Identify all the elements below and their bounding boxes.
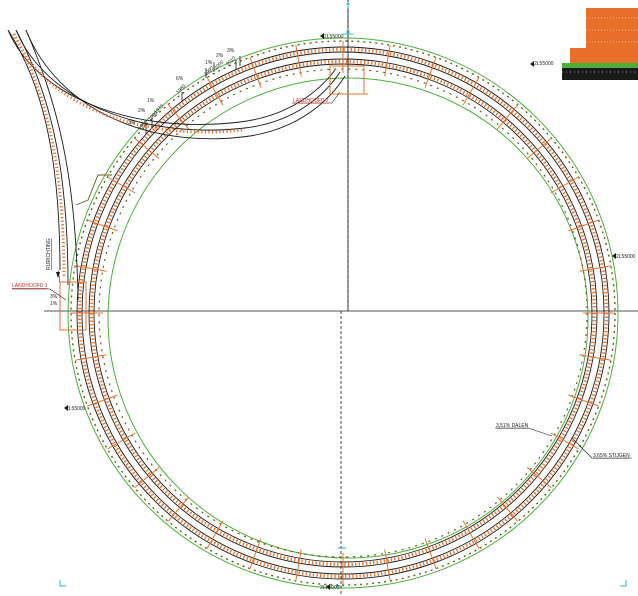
grade-label: 1%	[147, 98, 155, 104]
radial-marker	[167, 104, 190, 130]
radial-marker	[107, 432, 136, 450]
level-label-top: 2L55000	[324, 34, 344, 40]
level-label-bottom: 2L55000	[320, 585, 340, 591]
radial-marker	[496, 104, 519, 130]
inner-green-outline	[107, 77, 589, 559]
radial-marker	[526, 137, 552, 160]
radial-marker	[206, 520, 224, 549]
radial-marker	[526, 466, 552, 489]
level-label-left: 2L55000	[66, 406, 86, 412]
approach-sleepers	[12, 33, 243, 279]
grade-label: 6%	[176, 76, 184, 82]
radial-marker	[462, 520, 480, 549]
radial-marker	[295, 549, 302, 581]
radial-marker	[568, 219, 599, 232]
radial-marker	[424, 538, 437, 569]
radial-marker	[295, 45, 302, 77]
landhoofd-1-label: LANDHOOFD 1	[12, 283, 48, 289]
radial-marker	[87, 219, 118, 232]
radial-marker	[249, 57, 262, 88]
radial-marker	[134, 137, 160, 160]
direction-arrow-icon	[56, 272, 60, 278]
grade-label: 3%	[128, 120, 136, 126]
level-markers	[64, 33, 616, 590]
level-label-right: 2L55000	[616, 254, 636, 260]
radial-marker	[550, 432, 579, 450]
rijrichting-label: RIJRICHTING	[46, 238, 52, 270]
grade-label: 2%	[216, 53, 224, 59]
ramp-ticks	[145, 56, 241, 134]
radial-marker	[134, 466, 160, 489]
radial-marker	[87, 394, 118, 407]
grade-label: 1%	[205, 60, 213, 66]
approach-ramp	[7, 29, 346, 301]
station-label: 1980	[175, 83, 187, 95]
corner-markers	[59, 2, 627, 587]
outer-green-outline	[67, 37, 619, 589]
radial-marker	[579, 265, 611, 272]
radial-marker	[462, 77, 480, 106]
embankment-outer	[70, 40, 616, 586]
radial-marker	[75, 265, 107, 272]
small-grade-label: 3%	[50, 294, 58, 300]
dalen-label: 3,51% DALEN	[496, 423, 529, 429]
grade-label: 2%	[138, 108, 146, 114]
radial-marker	[384, 549, 391, 581]
radial-marker	[206, 77, 224, 106]
stijgen-label: 3,65% STIJGEN	[593, 453, 630, 459]
crosshair-axes	[44, 0, 638, 596]
small-grade-label: 1%	[50, 301, 58, 307]
radial-marker	[384, 45, 391, 77]
inset-building	[562, 8, 638, 80]
radial-marker	[249, 538, 262, 569]
radial-marker	[107, 176, 136, 194]
radial-marker	[496, 496, 519, 522]
radial-marker	[579, 354, 611, 361]
radial-marker	[75, 354, 107, 361]
embankment-inner	[98, 68, 588, 558]
radial-marker	[550, 176, 579, 194]
radial-marker	[167, 496, 190, 522]
landhoofd-1-box	[59, 281, 87, 331]
leader-lines	[12, 91, 632, 459]
radial-markers	[71, 41, 615, 585]
level-label-inset: 2L55000	[534, 61, 554, 67]
landhoofd-2-box	[329, 65, 368, 95]
grade-label: 3%	[227, 48, 235, 54]
radial-marker	[568, 394, 599, 407]
radial-marker	[424, 57, 437, 88]
landhoofd-2-label: LANDHOOFD 2	[293, 98, 329, 104]
